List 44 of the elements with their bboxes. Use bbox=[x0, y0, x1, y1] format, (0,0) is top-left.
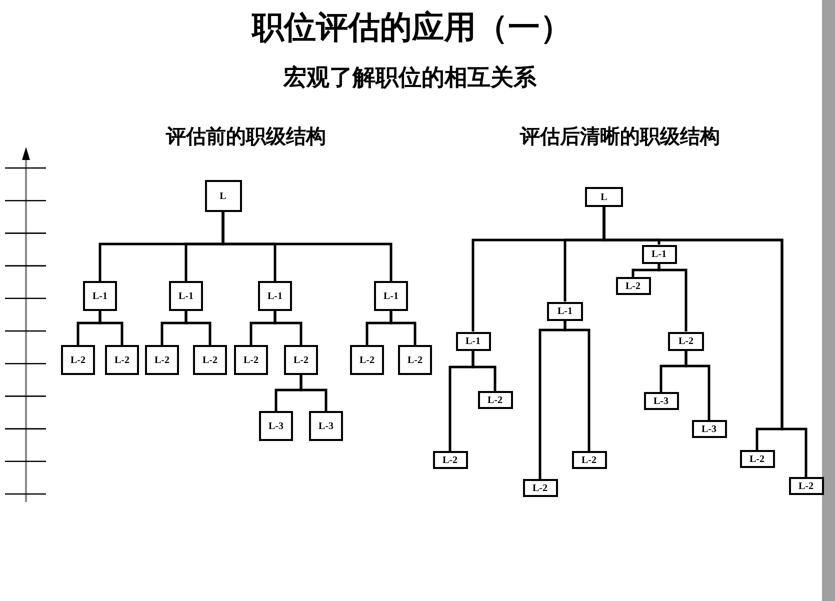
position-box: L-3 bbox=[692, 420, 726, 438]
position-box: L-2 bbox=[350, 345, 384, 375]
position-box: L-1 bbox=[258, 281, 292, 311]
position-box: L-2 bbox=[284, 345, 318, 375]
position-box: L-1 bbox=[547, 302, 583, 320]
connector-line bbox=[222, 212, 392, 281]
connector-line bbox=[472, 350, 496, 391]
title: 职位评估的应用（一） bbox=[252, 7, 572, 48]
position-box: L-1 bbox=[456, 332, 490, 350]
position-box: L-2 bbox=[398, 345, 432, 375]
position-box: L-1 bbox=[642, 244, 676, 264]
position-box: L bbox=[585, 187, 623, 207]
connector-line bbox=[658, 264, 688, 332]
position-box: L-2 bbox=[234, 345, 268, 375]
connector-line bbox=[602, 207, 808, 477]
position-box: L-2 bbox=[788, 477, 824, 495]
connector-line bbox=[300, 375, 328, 411]
position-box: L-1 bbox=[83, 281, 117, 311]
subtitle: 宏观了解职位的相互关系 bbox=[284, 63, 536, 93]
position-box: L-3 bbox=[259, 411, 293, 441]
position-box: L-2 bbox=[478, 391, 512, 409]
section-heading: 评估后清晰的职级结构 bbox=[520, 123, 720, 150]
position-box: L-2 bbox=[105, 345, 139, 375]
position-box: L-2 bbox=[61, 345, 95, 375]
position-box: L-3 bbox=[644, 392, 678, 410]
position-box: L-2 bbox=[668, 332, 704, 350]
connector-line bbox=[274, 311, 302, 345]
connector-line bbox=[390, 311, 416, 345]
position-box: L-2 bbox=[616, 277, 650, 295]
connector-line bbox=[98, 311, 124, 345]
position-box: L-3 bbox=[309, 411, 343, 441]
position-box: L-1 bbox=[169, 281, 203, 311]
position-box: L-2 bbox=[145, 345, 179, 375]
connector-line bbox=[564, 320, 590, 451]
position-box: L-2 bbox=[740, 450, 774, 468]
position-box: L-1 bbox=[374, 281, 408, 311]
connector-line bbox=[684, 350, 710, 420]
position-box: L bbox=[204, 180, 242, 212]
connector-line bbox=[184, 311, 212, 345]
position-box: L-2 bbox=[522, 479, 558, 497]
position-box: L-2 bbox=[572, 451, 606, 469]
position-box: L-2 bbox=[432, 451, 468, 469]
section-heading: 评估前的职级结构 bbox=[166, 123, 326, 150]
position-box: L-2 bbox=[193, 345, 227, 375]
